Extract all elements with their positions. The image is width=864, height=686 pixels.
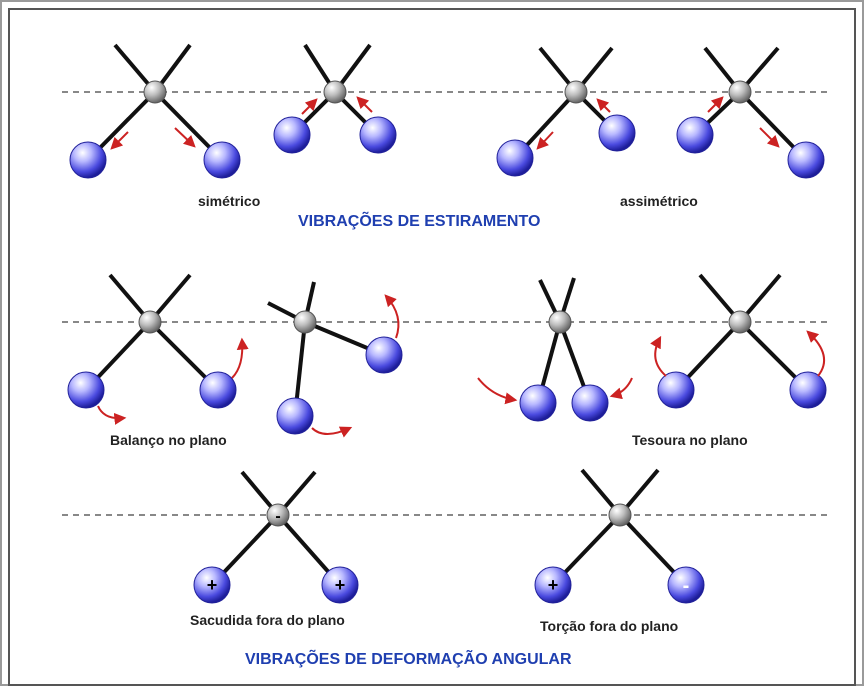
label-rocking: Balanço no plano <box>110 432 227 448</box>
label-twisting: Torção fora do plano <box>540 618 679 634</box>
molecule-asymmetric-1 <box>496 46 636 177</box>
molecule-scissoring-2 <box>650 273 827 409</box>
molecule-scissoring-1 <box>477 277 633 422</box>
molecule-asymmetric-2 <box>676 46 825 179</box>
label-wagging: Sacudida fora do plano <box>190 612 345 628</box>
label-asymmetric: assimétrico <box>620 193 698 209</box>
molecule-rocking-2 <box>267 281 403 438</box>
sign-twisting-left: + <box>548 575 559 595</box>
sign-twisting-right: - <box>683 575 690 597</box>
sign-center-wagging: - <box>275 508 280 525</box>
molecule-twisting <box>534 468 705 604</box>
label-symmetric: simétrico <box>198 193 261 209</box>
molecule-symmetric-1 <box>69 43 241 179</box>
label-scissoring: Tesoura no plano <box>632 432 748 448</box>
molecule-rocking-1 <box>67 273 249 425</box>
sign-wagging-right: + <box>335 575 346 595</box>
inner-frame <box>8 8 856 686</box>
molecule-symmetric-2 <box>273 43 397 154</box>
title-bending: VIBRAÇÕES DE DEFORMAÇÃO ANGULAR <box>245 651 572 668</box>
title-stretching: VIBRAÇÕES DE ESTIRAMENTO <box>298 213 541 230</box>
reference-lines <box>62 91 832 516</box>
molecule-wagging <box>193 470 359 604</box>
sign-wagging-left: + <box>207 575 218 595</box>
